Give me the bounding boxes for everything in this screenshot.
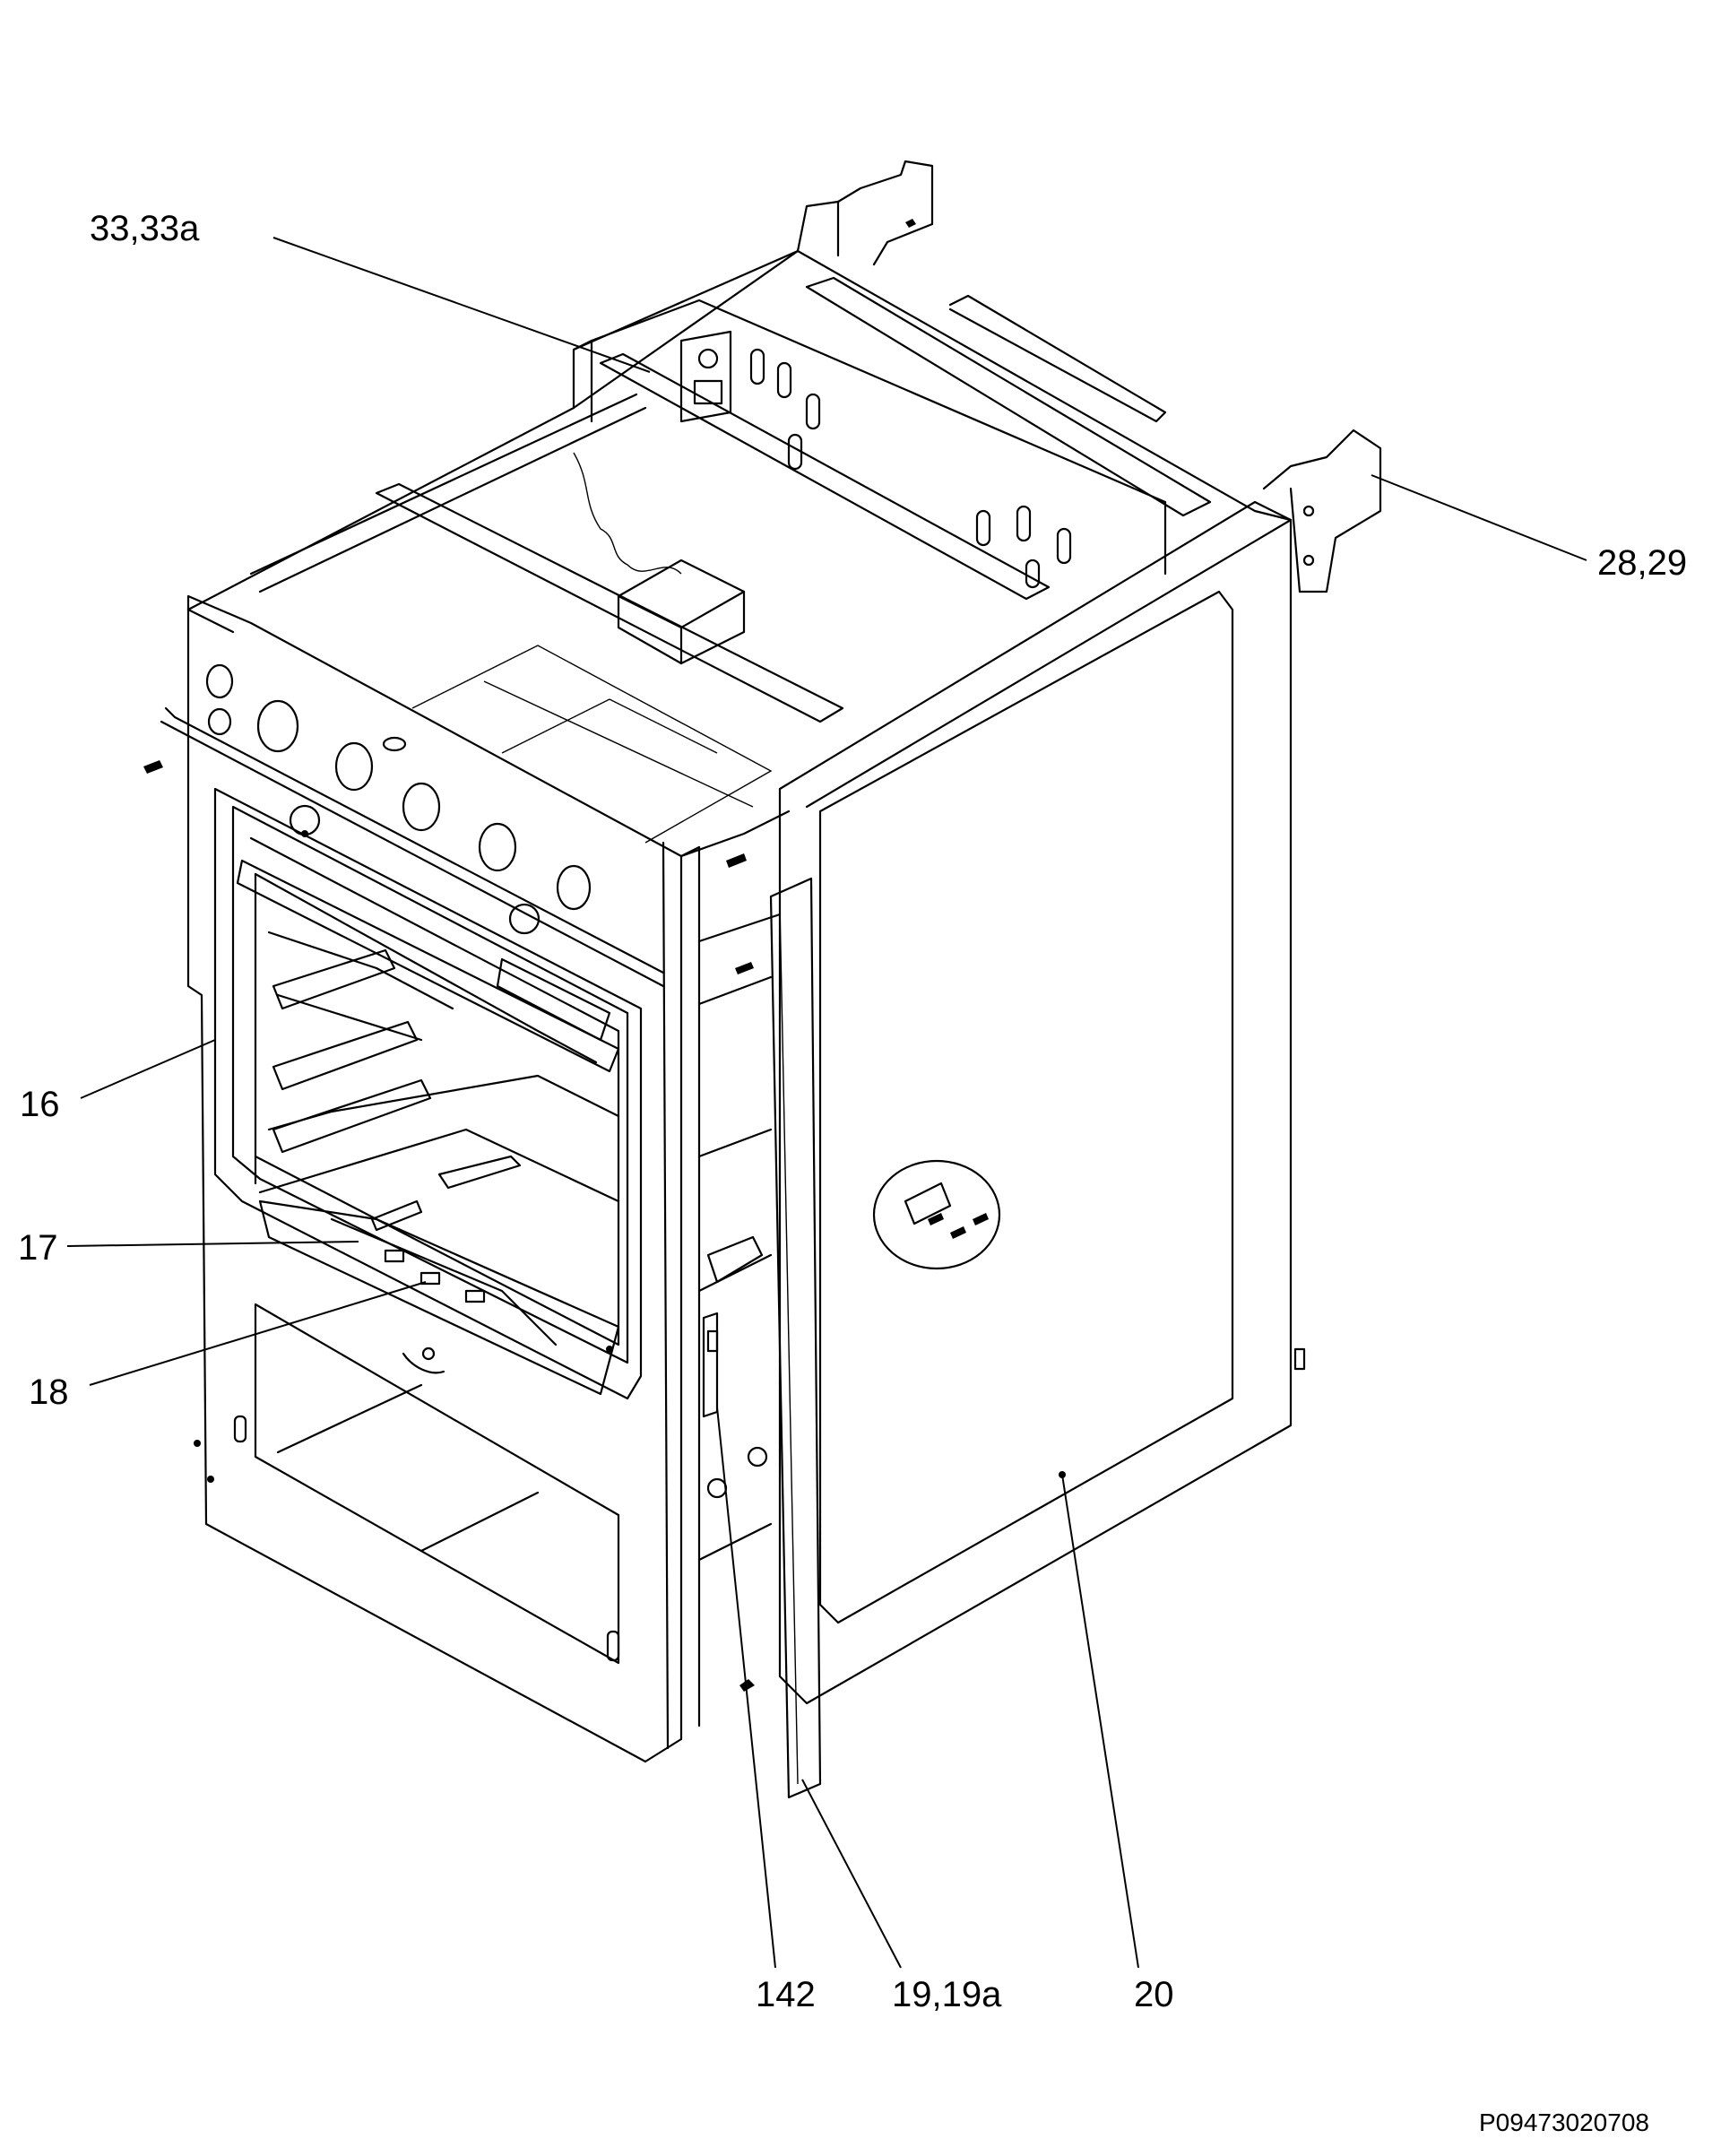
leader-16	[80, 1039, 216, 1099]
leader-142	[716, 1407, 776, 1969]
leader-17	[66, 1241, 359, 1247]
top-frame	[186, 160, 1382, 844]
leader-19	[801, 1779, 902, 1969]
callout-16: 16	[20, 1085, 60, 1124]
leader-18	[89, 1281, 427, 1386]
document-reference-number: P09473020708	[1479, 2108, 1649, 2136]
callout-142: 142	[756, 1975, 816, 2014]
front-frame	[143, 594, 701, 1763]
callout-20: 20	[1134, 1975, 1174, 2014]
leader-33	[272, 237, 651, 373]
leader-20	[1061, 1474, 1139, 1969]
callout-18: 18	[29, 1372, 69, 1412]
side-cavity	[679, 810, 791, 1692]
callout-28-29: 28,29	[1597, 543, 1688, 583]
side-panel	[769, 500, 1306, 1799]
callout-19-19a: 19,19a	[892, 1975, 1002, 2014]
leader-28	[1371, 474, 1587, 561]
callout-33-33a: 33,33a	[90, 209, 200, 248]
callout-17: 17	[18, 1228, 58, 1268]
leader-lines	[66, 237, 1587, 1969]
